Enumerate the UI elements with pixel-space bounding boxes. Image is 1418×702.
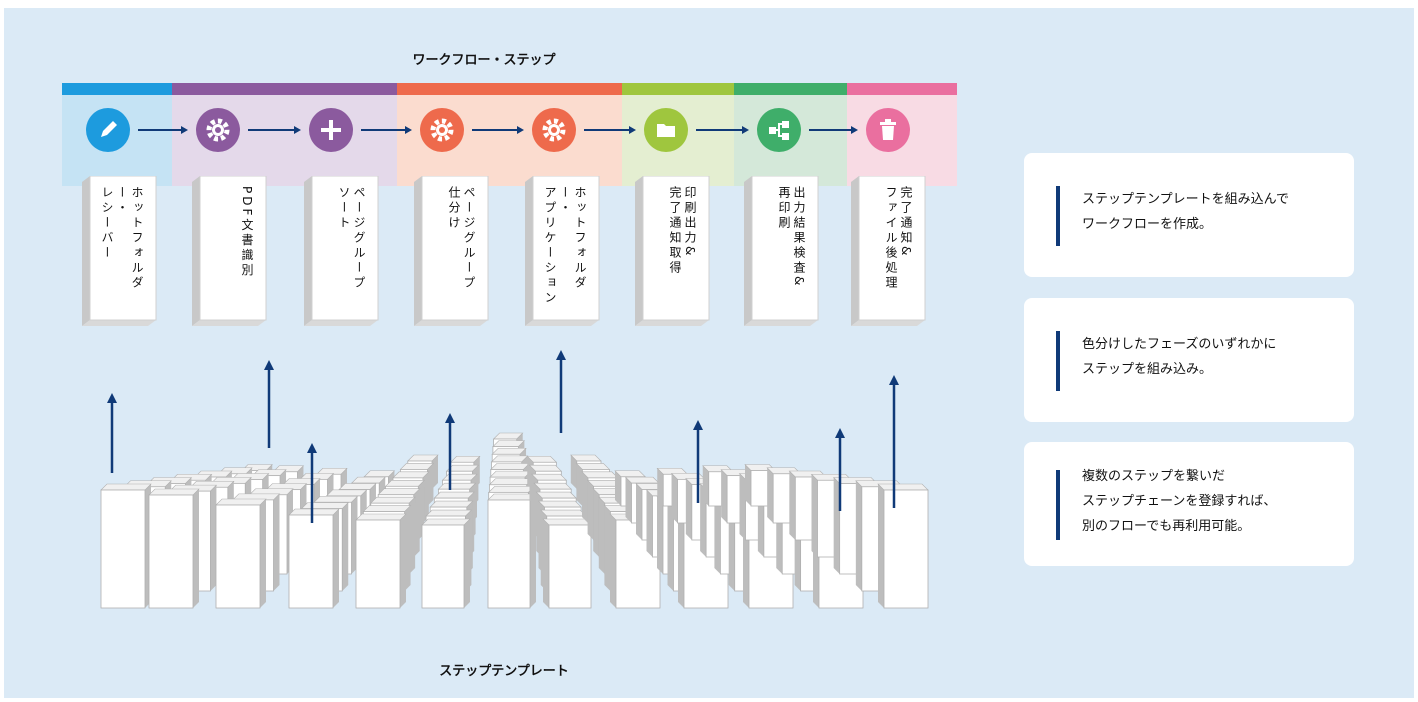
flow-arrow: [361, 126, 412, 134]
note-card: 複数のステップを繋いだ ステップチェーンを登録すれば、 別のフローでも再利用可能…: [1024, 442, 1354, 566]
step-card-shape: [525, 176, 600, 326]
step-card: 完了通知& ファイル後処理: [859, 176, 925, 326]
phase-color-bar: [172, 83, 397, 95]
flow-arrow: [248, 126, 301, 134]
workflow-phases: ホットフォルダー・ レシーバー PDF文書識別 ページグループ ソート ページグループ…: [4, 8, 1414, 698]
flow-arrow: [472, 126, 524, 134]
up-arrow: [107, 393, 117, 473]
step-card: 印刷出力& 完了通知取得: [643, 176, 709, 326]
step-card-shape: [744, 176, 819, 326]
gear-icon: [532, 108, 576, 152]
note-text: 色分けしたフェーズのいずれかに ステップを組み込み。: [1082, 337, 1277, 377]
step-card: ホットフォルダー・ アプリケーション: [533, 176, 599, 326]
note-marker: [1056, 470, 1060, 540]
note-marker: [1056, 331, 1060, 391]
gear-icon: [420, 108, 464, 152]
up-arrow: [693, 420, 703, 503]
step-label: 完了通知& ファイル後処理: [884, 186, 913, 291]
template-block: [288, 508, 340, 609]
step-card: ページグループ ソート: [312, 176, 378, 326]
folder-icon: [644, 108, 688, 152]
note-text: 複数のステップを繋いだ ステップチェーンを登録すれば、 別のフローでも再利用可能…: [1082, 469, 1277, 534]
phase-color-bar: [62, 83, 172, 95]
workflow-title: ワークフロー・ステップ: [412, 53, 556, 68]
gear-icon: [196, 108, 240, 152]
up-arrow: [445, 413, 455, 490]
flow-arrow: [809, 126, 858, 134]
step-label: 出力結果検査& 再印刷: [777, 186, 806, 289]
phase-band: [62, 83, 172, 186]
pencil-icon: [86, 108, 130, 152]
up-arrow: [556, 350, 566, 433]
step-label: ページグループ ソート: [337, 186, 366, 291]
diagram-canvas: ホットフォルダー・ レシーバー PDF文書識別 ページグループ ソート ページグループ…: [4, 8, 1414, 698]
flow-arrow: [696, 126, 749, 134]
template-block: [100, 483, 152, 609]
step-label: ホットフォルダー・ レシーバー: [100, 186, 144, 291]
step-card-shape: [192, 176, 267, 326]
step-label: ホットフォルダー・ アプリケーション: [543, 186, 587, 306]
step-label: 印刷出力& 完了通知取得: [668, 186, 697, 276]
step-label: PDF文書識別: [240, 186, 254, 279]
step-card-shape: [851, 176, 926, 326]
up-arrow: [835, 428, 845, 511]
flow-arrow: [138, 126, 188, 134]
step-card: PDF文書識別: [200, 176, 266, 326]
phase-color-bar: [734, 83, 847, 95]
template-block: [542, 518, 592, 609]
template-blocks: [100, 350, 929, 609]
phase-color-bar: [622, 83, 734, 95]
flow-arrow: [584, 126, 636, 134]
note-card: 色分けしたフェーズのいずれかに ステップを組み込み。: [1024, 298, 1354, 422]
phase-color-bar: [847, 83, 957, 95]
step-card-shape: [414, 176, 489, 326]
note-text: ステップテンプレートを組み込んで ワークフローを作成。: [1082, 192, 1289, 232]
template-block: [877, 483, 929, 609]
note-card: ステップテンプレートを組み込んで ワークフローを作成。: [1024, 153, 1354, 277]
trash-icon: [866, 108, 910, 152]
phase-color-bar: [397, 83, 622, 95]
template-block: [355, 513, 407, 609]
step-card-shape: [82, 176, 157, 326]
template-block: [421, 518, 471, 609]
up-arrow: [264, 360, 274, 448]
flow-icon: [757, 108, 801, 152]
template-block: [148, 488, 200, 609]
up-arrow: [889, 375, 899, 508]
step-card: 出力結果検査& 再印刷: [752, 176, 818, 326]
step-card: ページグループ 仕分け: [422, 176, 488, 326]
note-marker: [1056, 186, 1060, 246]
step-card-shape: [304, 176, 379, 326]
step-label: ページグループ 仕分け: [447, 186, 476, 291]
template-block: [487, 493, 537, 609]
template-title: ステップテンプレート: [439, 664, 569, 679]
step-card-shape: [635, 176, 710, 326]
template-block: [215, 498, 267, 609]
plus-icon: [309, 108, 353, 152]
step-card: ホットフォルダー・ レシーバー: [90, 176, 156, 326]
up-arrow: [307, 443, 317, 523]
